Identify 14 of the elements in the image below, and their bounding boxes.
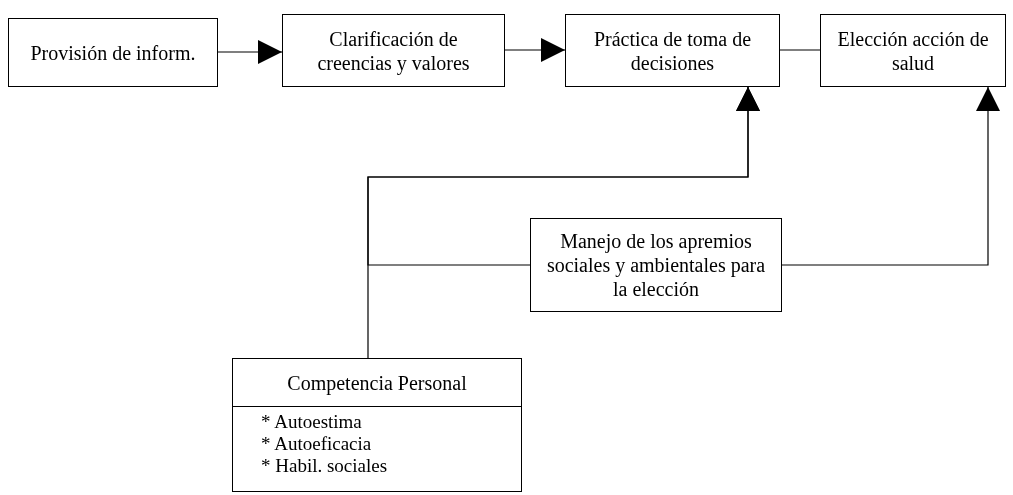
arrow [217, 40, 283, 64]
process-box: Práctica de toma de decisiones [565, 14, 780, 87]
list-item: * Autoestima [261, 411, 363, 433]
list-item: * Autoeficacia [261, 433, 373, 455]
process-box: Elección acción de salud [820, 14, 1006, 87]
process-box: Provisión de inform. [8, 18, 218, 87]
list-item: * Habil. sociales [261, 455, 389, 477]
arrow [367, 86, 760, 266]
arrow [781, 86, 1000, 266]
list-box [232, 358, 522, 492]
box-heading: Competencia Personal [287, 370, 467, 397]
process-box: Clarificación de creencias y valores [282, 14, 505, 87]
arrow [504, 38, 566, 62]
process-box: Manejo de los apremios sociales y ambientales para la elección [530, 218, 782, 312]
